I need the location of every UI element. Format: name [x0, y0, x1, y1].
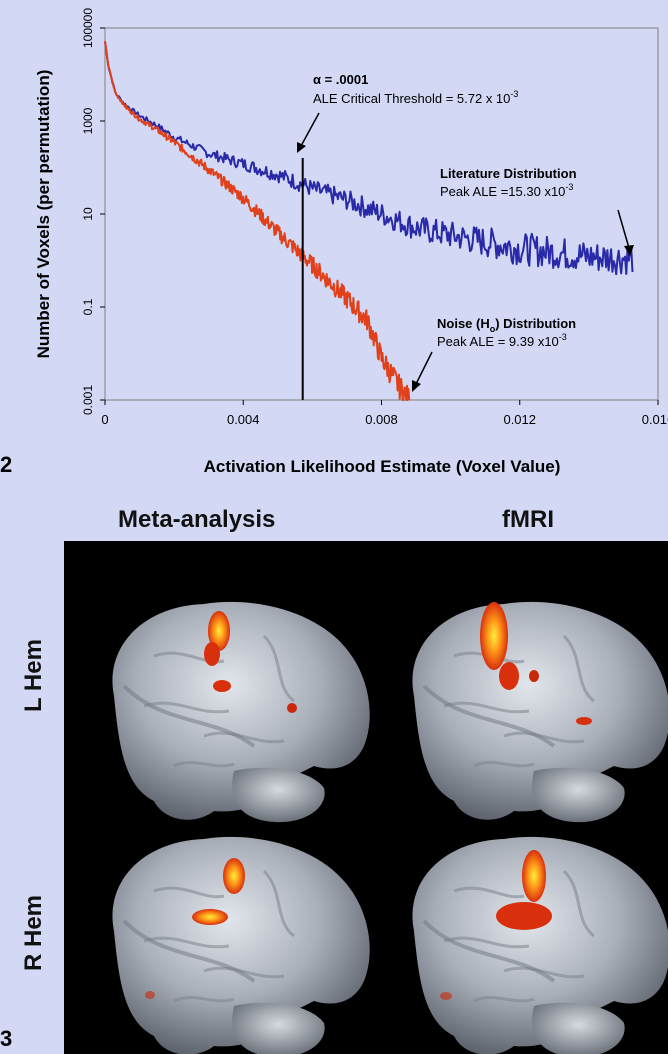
- brain-renderings: [110, 599, 668, 1054]
- literature-arrow: [617, 209, 630, 249]
- y-tick-label: 1000: [81, 107, 95, 134]
- x-tick-label: 0.016: [642, 412, 668, 427]
- column-title-meta-analysis: Meta-analysis: [118, 506, 276, 533]
- figure-3-number: 3: [0, 1026, 13, 1051]
- x-axis-label: Activation Likelihood Estimate (Voxel Va…: [204, 457, 561, 476]
- row-label-left-hemisphere: L Hem: [20, 639, 47, 712]
- y-tick-label: 100000: [81, 8, 95, 48]
- literature-annotation-title: Literature Distribution: [440, 166, 577, 181]
- noise-arrow: [415, 351, 433, 385]
- figure-2-number: 2: [0, 452, 13, 477]
- x-tick-label: 0.008: [365, 412, 398, 427]
- series-group: [104, 40, 634, 401]
- brain-r-hem-meta: [110, 834, 372, 1054]
- y-tick-label: 0.1: [81, 298, 95, 315]
- literature-annotation-text: Peak ALE =15.30 x10-3: [440, 182, 573, 199]
- brain-l-hem-fmri: [410, 599, 668, 825]
- series-line-noise: [104, 40, 411, 401]
- y-tick-label: 10: [81, 207, 95, 221]
- threshold-arrowhead: [297, 142, 306, 153]
- ale-distribution-chart: 0.001 0.1 10 1000 100000 0 0.004 0.008 0.012 0.0…: [34, 8, 668, 476]
- column-title-fmri: fMRI: [502, 506, 554, 533]
- brain-l-hem-meta: [110, 599, 372, 825]
- threshold-arrow: [300, 112, 320, 147]
- literature-arrowhead: [624, 245, 634, 256]
- y-axis-ticks: 0.001 0.1 10 1000 100000: [81, 8, 105, 415]
- noise-annotation-title: Noise (Ho) Distribution: [437, 316, 576, 334]
- noise-arrowhead: [412, 380, 421, 392]
- noise-annotation-text: Peak ALE = 9.39 x10-3: [437, 332, 567, 349]
- threshold-text: ALE Critical Threshold = 5.72 x 10-3: [313, 89, 518, 106]
- x-tick-label: 0: [101, 412, 108, 427]
- brain-activation-panel: [64, 541, 668, 1054]
- series-line-literature: [104, 41, 634, 276]
- x-tick-label: 0.012: [503, 412, 536, 427]
- row-label-right-hemisphere: R Hem: [20, 894, 47, 971]
- brain-r-hem-fmri: [410, 834, 668, 1054]
- y-tick-label: 0.001: [81, 385, 95, 415]
- x-axis-ticks: 0 0.004 0.008 0.012 0.016: [101, 400, 668, 427]
- alpha-label: α = .0001: [313, 72, 368, 87]
- x-tick-label: 0.004: [227, 412, 260, 427]
- y-axis-label: Number of Voxels (per permutation): [34, 70, 53, 359]
